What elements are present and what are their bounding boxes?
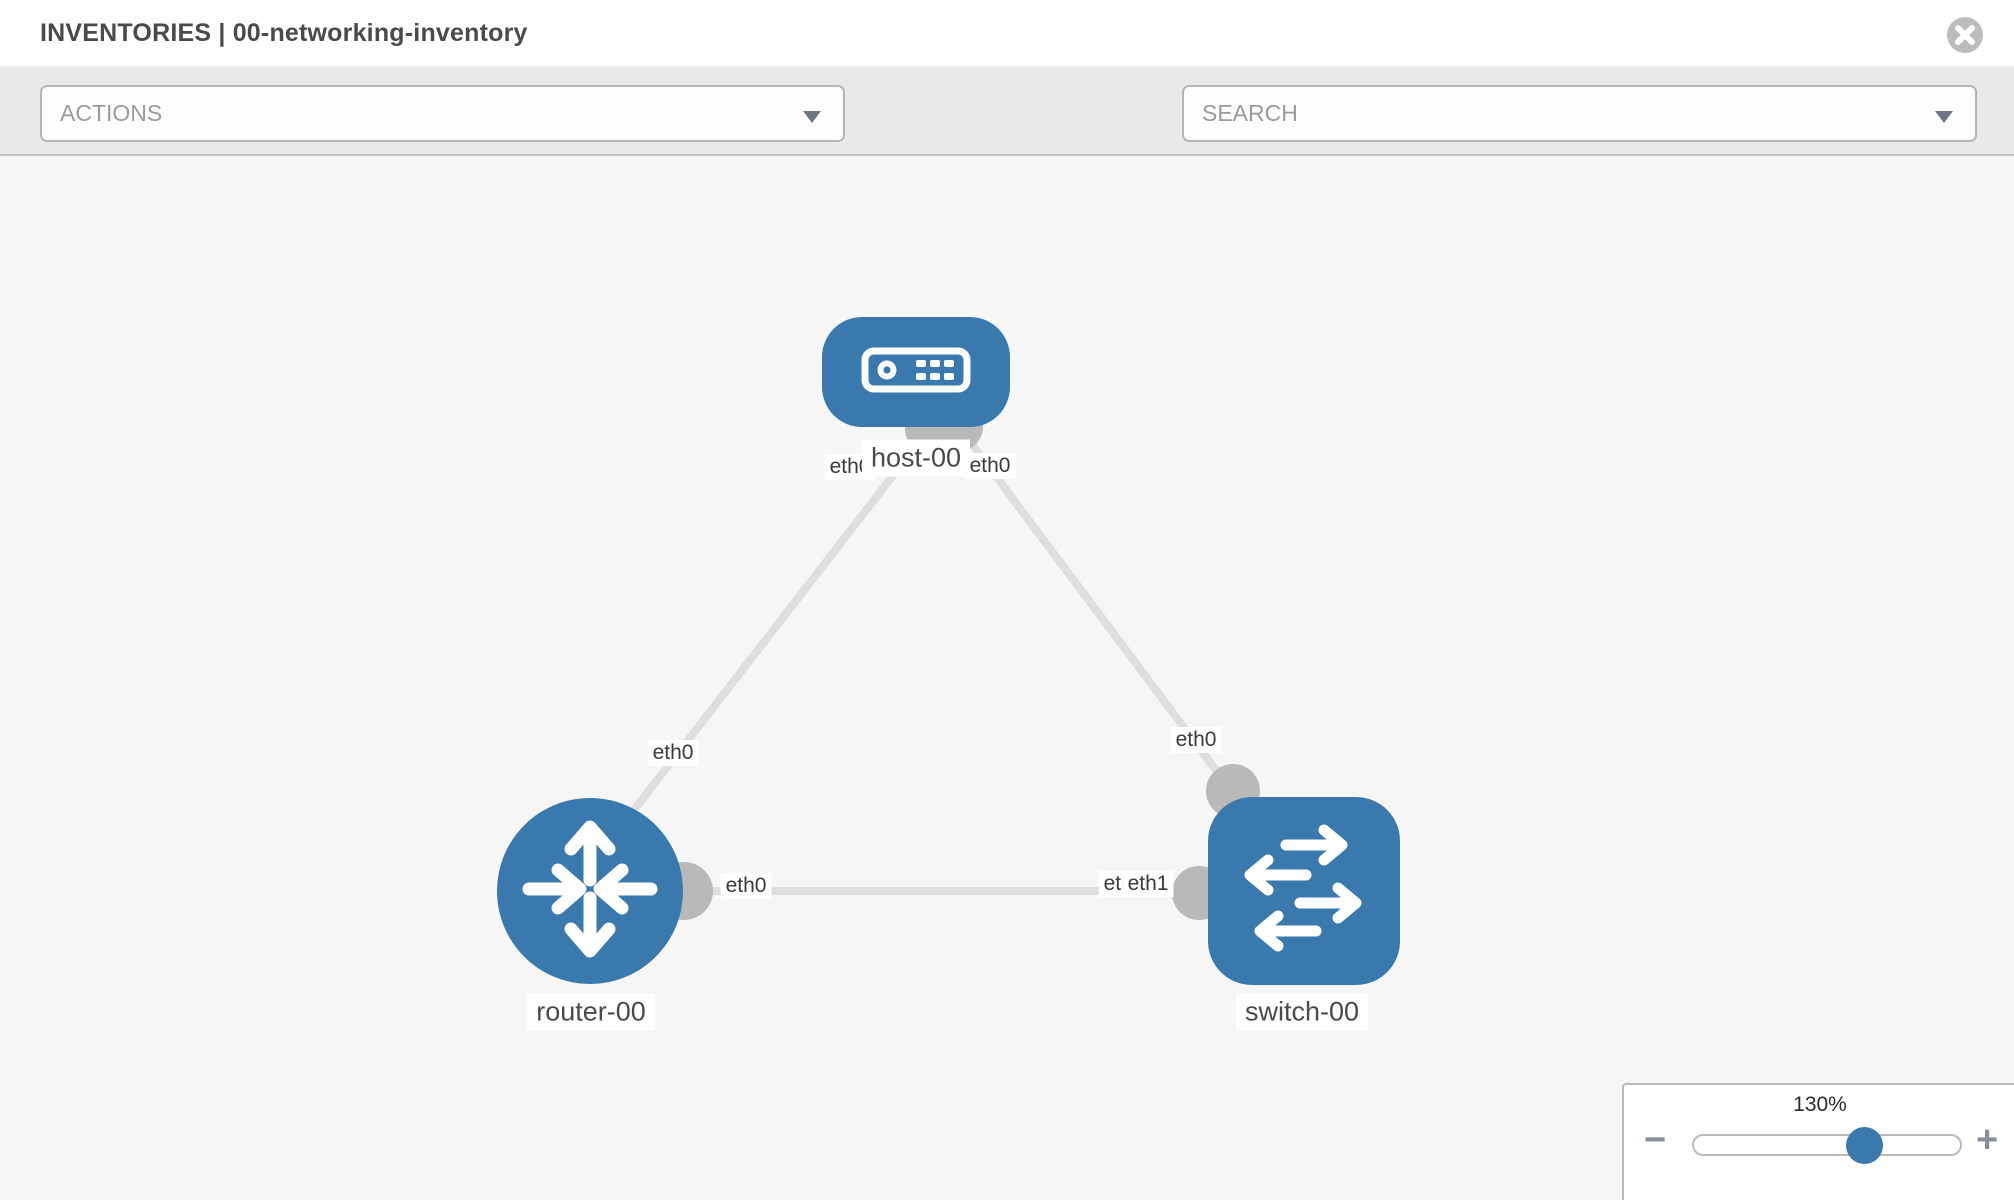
- chevron-down-icon: [803, 111, 821, 123]
- zoom-in-button[interactable]: +: [1976, 1119, 1999, 1161]
- zoom-panel: 130% − +: [1622, 1083, 2014, 1200]
- toolbar: ACTIONS SEARCH: [0, 66, 2014, 202]
- actions-dropdown-label: ACTIONS: [60, 100, 163, 126]
- close-icon: [1946, 17, 1984, 58]
- router-arrows-icon: [497, 796, 683, 987]
- switch-arrows-icon: [1208, 795, 1400, 988]
- search-dropdown-label: SEARCH: [1202, 100, 1298, 126]
- iflabel-router-to-switch: eth0: [720, 873, 772, 899]
- zoom-slider-handle[interactable]: [1846, 1127, 1883, 1164]
- search-dropdown[interactable]: SEARCH: [1182, 85, 1977, 142]
- link-host-router: [616, 426, 933, 831]
- node-router-00[interactable]: [497, 798, 683, 984]
- iflabel-router-to-host: eth0: [647, 740, 699, 766]
- iflabel-host-to-router: eth0: [824, 454, 876, 480]
- close-button[interactable]: [1946, 16, 1984, 54]
- zoom-out-button[interactable]: −: [1644, 1119, 1667, 1161]
- node-label-switch-00[interactable]: switch-00: [1235, 993, 1369, 1031]
- zoom-level-readout: 130%: [1793, 1093, 1847, 1116]
- page-title: INVENTORIES | 00-networking-inventory: [40, 18, 528, 47]
- node-switch-00[interactable]: [1208, 797, 1400, 985]
- actions-dropdown[interactable]: ACTIONS: [40, 85, 845, 142]
- node-host-00[interactable]: [822, 317, 1010, 427]
- header-bar: INVENTORIES | 00-networking-inventory: [0, 0, 2014, 66]
- node-label-router-00[interactable]: router-00: [527, 993, 655, 1031]
- iflabel-host-to-switch: eth0: [964, 453, 1016, 479]
- iflabel-switch-eth1-front: eth1: [1122, 871, 1174, 897]
- chevron-down-icon: [1935, 111, 1953, 123]
- topology-links: [616, 424, 1237, 895]
- node-label-host-00[interactable]: host-00: [861, 439, 971, 477]
- topology-canvas[interactable]: host-00 router-00 switch-00 eth0 eth0 et…: [0, 156, 2014, 1200]
- server-icon: [860, 346, 972, 399]
- zoom-slider-track[interactable]: [1692, 1134, 1962, 1156]
- iflabel-switch-to-host: eth0: [1170, 727, 1222, 753]
